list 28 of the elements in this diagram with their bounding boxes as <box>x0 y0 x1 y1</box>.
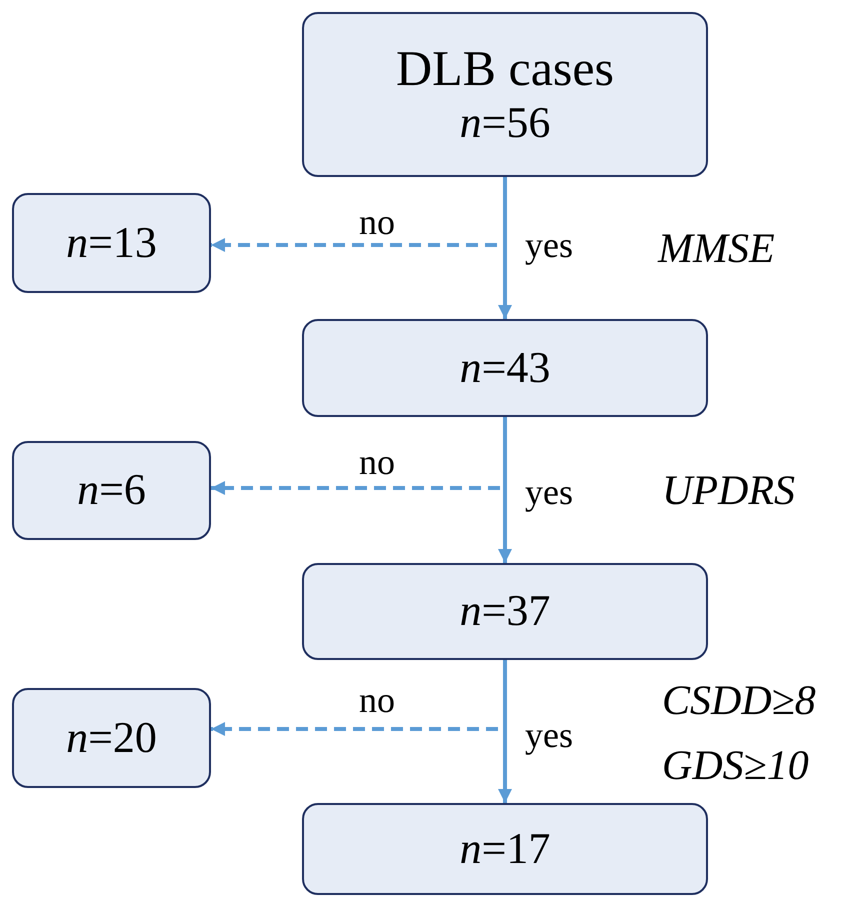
box-title: DLB cases <box>396 40 614 98</box>
process-box <box>302 12 708 177</box>
count-text: n=56 <box>460 98 550 149</box>
edge-label: no <box>359 204 395 240</box>
process-box <box>302 319 708 417</box>
count-text: n=17 <box>460 824 550 874</box>
criterion-label: MMSE <box>658 228 775 270</box>
process-box <box>12 688 211 788</box>
count-text: n=20 <box>66 712 157 764</box>
process-box <box>12 193 211 293</box>
edge-label: yes <box>525 227 573 263</box>
criterion-label: UPDRS <box>662 470 795 512</box>
edge-label: yes <box>525 474 573 510</box>
process-box <box>302 563 708 660</box>
count-text: n=43 <box>460 342 550 394</box>
dashed-arrow <box>211 177 507 252</box>
edge-label: yes <box>525 717 573 753</box>
count-text: n=6 <box>77 465 146 516</box>
dashed-arrow <box>211 660 507 736</box>
process-box <box>302 803 708 895</box>
count-text: n=37 <box>460 586 550 637</box>
criterion-label: GDS≥10 <box>662 745 809 787</box>
count-text: n=13 <box>66 218 157 268</box>
dashed-arrow <box>211 417 507 495</box>
edge-label: no <box>359 444 395 480</box>
criterion-label: CSDD≥8 <box>662 680 816 722</box>
process-box <box>12 441 211 540</box>
edge-label: no <box>359 682 395 718</box>
